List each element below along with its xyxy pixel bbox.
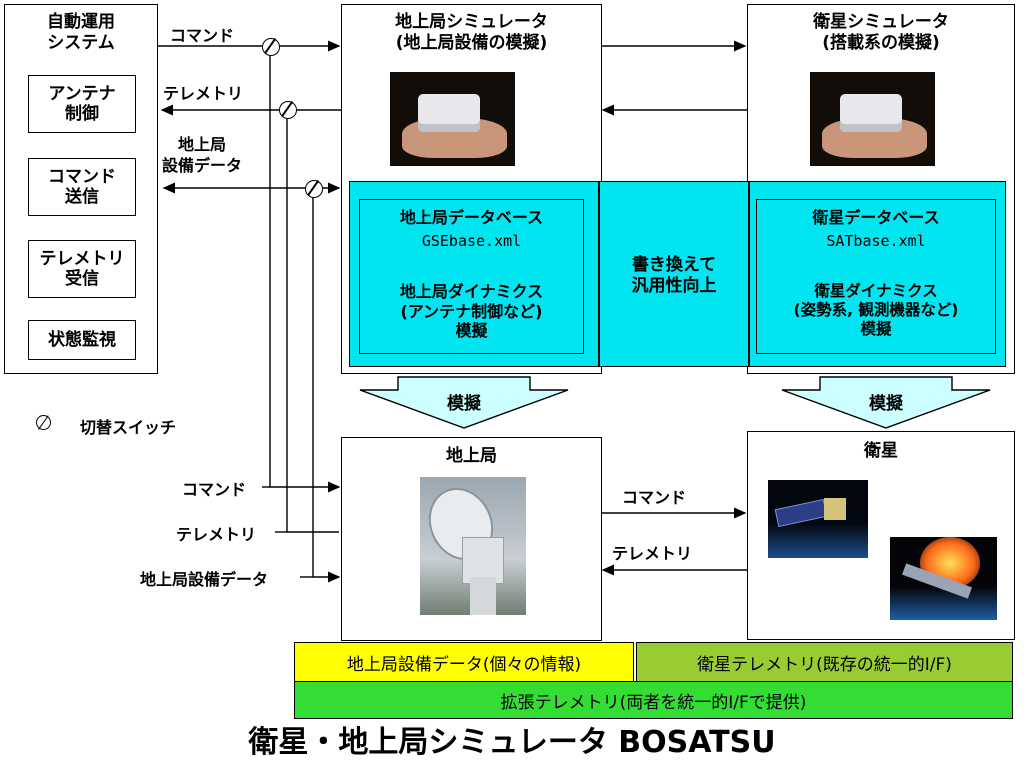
bar-extended-telemetry: 拡張テレメトリ(両者を統一的I/Fで提供) <box>294 681 1013 719</box>
bar-extended-telemetry-text: 拡張テレメトリ(両者を統一的I/Fで提供) <box>500 692 807 713</box>
caption: 衛星・地上局シミュレータ BOSATSU <box>248 725 776 760</box>
ground-dynamics: 地上局ダイナミクス (アンテナ制御など) 模擬 <box>399 282 544 341</box>
database-band <box>349 181 1006 367</box>
sat-dynamics: 衛星ダイナミクス (姿勢系, 観測機器など) 模擬 <box>793 282 959 338</box>
sat-db-title: 衛星データベース <box>812 208 940 227</box>
switch-icon-3[interactable] <box>305 180 323 198</box>
auto-title: 自動運用 システム <box>47 12 115 53</box>
ground-db-file: GSEbase.xml <box>421 232 522 250</box>
label-tlm-sat-gs: テレメトリ <box>612 544 693 563</box>
bar-ground-data: 地上局設備データ(個々の情報) <box>294 642 634 682</box>
label-cmd-bottom: コマンド <box>182 480 247 499</box>
sat-db-file: SATbase.xml <box>826 232 926 250</box>
bar-ground-data-text: 地上局設備データ(個々の情報) <box>346 654 582 675</box>
auto-item-telemetry: テレメトリ 受信 <box>28 240 136 298</box>
band-divider-1 <box>598 181 600 367</box>
bar-sat-telemetry: 衛星テレメトリ(既存の統一的I/F) <box>636 642 1013 682</box>
bar-sat-telemetry-text: 衛星テレメトリ(既存の統一的I/F) <box>697 654 952 675</box>
satellite-title: 衛星 <box>864 441 898 461</box>
label-cmd-top: コマンド <box>170 26 235 45</box>
device-photo <box>390 72 515 166</box>
satellite-photo-2 <box>890 537 997 620</box>
auto-item-status: 状態監視 <box>28 320 136 360</box>
device-photo-2 <box>810 72 935 166</box>
antenna-photo <box>420 477 526 615</box>
label-cmd-gs-sat: コマンド <box>622 488 687 507</box>
auto-item-command: コマンド 送信 <box>28 158 136 216</box>
band-divider-2 <box>748 181 750 367</box>
emulate-arrow-left-label: 模擬 <box>447 394 481 414</box>
satellite-photo <box>768 480 868 558</box>
ground-simulator-title: 地上局シミュレータ (地上局設備の模擬) <box>395 12 548 53</box>
auto-item-antenna: アンテナ 制御 <box>28 75 136 133</box>
label-tlm-top: テレメトリ <box>163 84 244 103</box>
ground-station-title: 地上局 <box>446 446 497 466</box>
legend-switch-label: 切替スイッチ <box>80 418 177 437</box>
emulate-arrow-right-label: 模擬 <box>869 394 903 414</box>
switch-icon-2[interactable] <box>279 101 297 119</box>
middle-text: 書き換えて 汎用性向上 <box>631 255 717 296</box>
label-tlm-bottom: テレメトリ <box>176 525 257 544</box>
label-gsdata-top: 地上局 設備データ <box>162 135 243 175</box>
ground-db-box <box>359 199 584 354</box>
sat-db-box <box>756 199 996 354</box>
ground-db-title: 地上局データベース <box>399 208 544 227</box>
legend-switch-icon <box>36 415 51 431</box>
switch-icon-1[interactable] <box>262 38 280 56</box>
label-gsdata-bottom: 地上局設備データ <box>140 570 269 589</box>
satellite-simulator-title: 衛星シミュレータ (搭載系の模擬) <box>813 12 949 53</box>
